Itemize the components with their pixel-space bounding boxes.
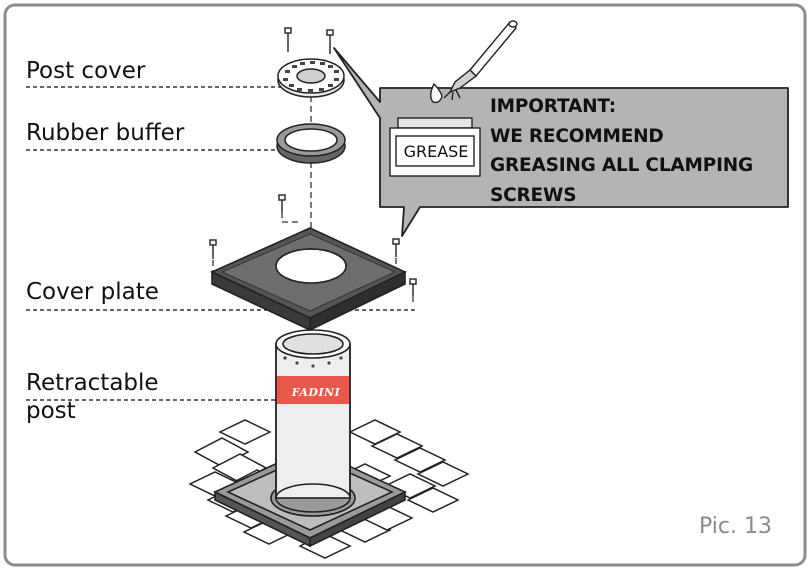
post-cover-label: Post cover — [26, 58, 146, 84]
callout-line-1: IMPORTANT: — [490, 96, 616, 117]
callout-text: IMPORTANT: WE RECOMMEND GREASING ALL CLA… — [490, 92, 753, 210]
cover-plate-screws — [209, 194, 417, 296]
post-cover-part — [277, 58, 345, 98]
callout-line-3: GREASING ALL CLAMPING — [490, 155, 754, 176]
callout-line-2: WE RECOMMEND — [490, 125, 664, 147]
grease-tin-label: GREASE — [403, 142, 469, 161]
brush-icon — [430, 20, 518, 104]
picture-number: Pic. 13 — [699, 514, 772, 539]
grease-tin-icon — [389, 117, 481, 177]
rubber-buffer-label: Rubber buffer — [26, 120, 185, 146]
retractable-post-part — [270, 329, 356, 517]
retractable-post-label-line1: Retractable — [26, 370, 159, 396]
post-brand-logo: FADINI — [291, 386, 341, 399]
rubber-buffer-part — [276, 123, 346, 164]
assembly-axis — [212, 96, 414, 345]
top-screws — [284, 27, 334, 54]
cover-plate-label: Cover plate — [26, 279, 159, 305]
cover-plate-part — [210, 227, 407, 332]
callout-line-4: SCREWS — [490, 184, 577, 206]
retractable-post-label-line2: post — [26, 398, 76, 424]
